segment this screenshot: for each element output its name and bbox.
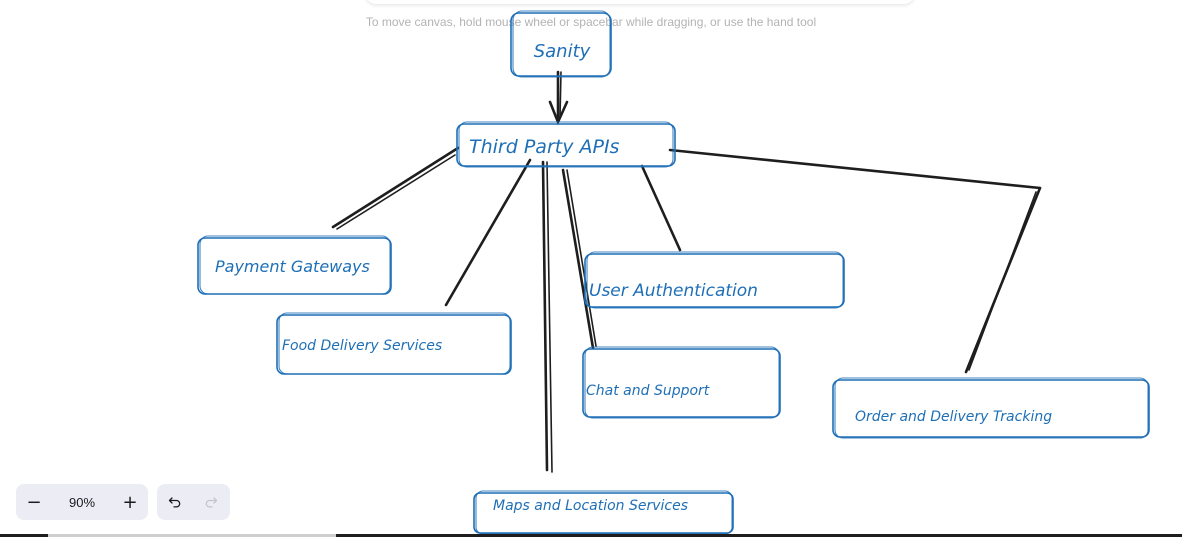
edge-hub-to-maps[interactable]	[541, 160, 553, 473]
zoom-controls: − 90% +	[16, 484, 148, 520]
node-chat-and-support[interactable]: Chat and Support	[582, 346, 781, 419]
edge-hub-to-chat[interactable]	[561, 168, 597, 350]
node-order-and-delivery-tracking[interactable]: Order and Delivery Tracking	[832, 377, 1150, 439]
zoom-level[interactable]: 90%	[68, 494, 96, 510]
zoom-in-button[interactable]: +	[122, 491, 138, 513]
undo-button[interactable]	[157, 484, 193, 520]
node-sanity[interactable]: Sanity	[510, 10, 612, 78]
edge-hub-to-tracking[interactable]	[668, 148, 1042, 374]
edge-hub-to-payment[interactable]	[331, 146, 460, 230]
node-user-authentication[interactable]: User Authentication	[584, 251, 845, 309]
top-toolbar-panel	[366, 0, 914, 4]
node-payment-gateways-label: Payment Gateways	[215, 257, 370, 276]
node-third-party-apis[interactable]: Third Party APIs	[456, 121, 676, 168]
undo-icon	[168, 497, 181, 508]
node-payment-gateways[interactable]: Payment Gateways	[197, 235, 392, 295]
redo-icon	[205, 497, 218, 508]
node-user-authentication-label: User Authentication	[589, 281, 758, 301]
node-order-and-delivery-tracking-label: Order and Delivery Tracking	[855, 409, 1052, 425]
edge-sanity-to-hub[interactable]	[548, 70, 569, 126]
node-maps-and-location-services[interactable]: Maps and Location Services	[473, 490, 734, 535]
horizontal-scrollbar[interactable]	[48, 534, 336, 537]
node-sanity-label: Sanity	[534, 41, 591, 62]
node-third-party-apis-label: Third Party APIs	[469, 136, 620, 158]
node-maps-and-location-services-label: Maps and Location Services	[493, 498, 688, 514]
canvas-hint: To move canvas, hold mouse wheel or spac…	[365, 15, 817, 29]
edge-hub-to-food[interactable]	[444, 158, 532, 307]
zoom-out-button[interactable]: −	[26, 491, 42, 513]
node-food-delivery-services-label: Food Delivery Services	[282, 338, 442, 354]
bottom-border	[0, 534, 1182, 537]
redo-button[interactable]	[193, 484, 229, 520]
node-food-delivery-services[interactable]: Food Delivery Services	[276, 312, 512, 375]
node-chat-and-support-label: Chat and Support	[586, 383, 710, 399]
history-controls	[157, 484, 230, 520]
edge-hub-to-auth[interactable]	[640, 164, 682, 252]
